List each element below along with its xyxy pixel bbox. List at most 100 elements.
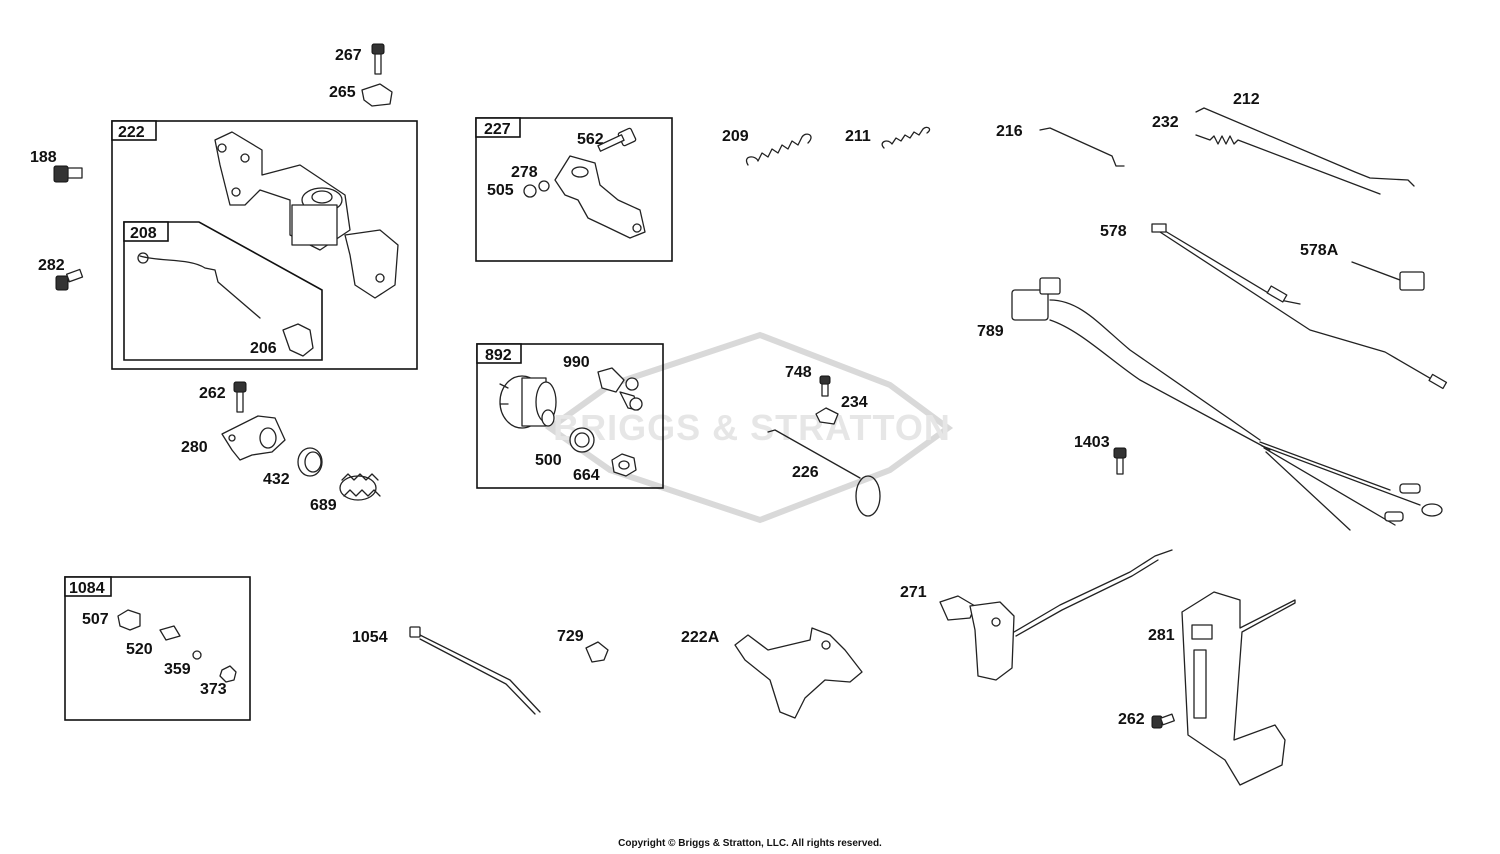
solenoid-bracket-drawing — [214, 131, 399, 299]
box-1084-frame — [64, 576, 251, 721]
part-209-spring[interactable]: 209 — [722, 128, 812, 166]
label-359: 359 — [164, 661, 191, 678]
label-280: 280 — [181, 439, 208, 456]
part-226-rod[interactable]: 226 — [767, 429, 881, 517]
label-729: 729 — [557, 628, 584, 645]
link-rod-drawing — [139, 255, 261, 319]
part-271-throttle-cable[interactable]: 271 — [900, 549, 1173, 681]
part-373-nut — [219, 665, 237, 683]
label-373: 373 — [200, 681, 227, 698]
part-729-clip[interactable]: 729 — [557, 628, 609, 663]
label-234: 234 — [841, 394, 868, 411]
bracket-227-drawing — [554, 155, 646, 239]
label-1054: 1054 — [352, 629, 388, 646]
label-206: 206 — [250, 340, 277, 357]
ignition-switch-drawing — [499, 375, 557, 429]
box-208-frame — [123, 221, 323, 361]
label-222A: 222A — [681, 629, 720, 646]
box-1084-tab — [64, 576, 112, 597]
label-578: 578 — [1100, 223, 1127, 240]
assembly-892[interactable]: 892 990 500 664 — [476, 343, 664, 489]
part-282-bolt[interactable]: 282 — [38, 257, 84, 291]
part-216-rod[interactable]: 216 — [996, 123, 1125, 167]
part-262-bolt-bottom[interactable]: 262 — [1118, 711, 1175, 729]
assembly-227[interactable]: 227 562 278 505 — [475, 117, 673, 262]
label-282: 282 — [38, 257, 65, 274]
label-748: 748 — [785, 364, 812, 381]
label-232: 232 — [1152, 114, 1179, 131]
link-rod-eye — [137, 252, 149, 264]
part-280-bracket[interactable]: 280 — [181, 415, 286, 461]
box-222-tab — [111, 120, 157, 141]
part-432-ring[interactable]: 432 — [263, 447, 323, 488]
label-990: 990 — [563, 354, 590, 371]
label-432: 432 — [263, 471, 290, 488]
copyright-notice: Copyright © Briggs & Stratton, LLC. All … — [618, 838, 882, 849]
assembly-222[interactable]: 222 208 206 — [111, 120, 418, 370]
box-222-frame — [111, 120, 418, 370]
label-188: 188 — [30, 149, 57, 166]
label-265: 265 — [329, 84, 356, 101]
part-789-harness[interactable]: 789 — [977, 277, 1443, 531]
label-520: 520 — [126, 641, 153, 658]
part-500-lockwasher-hole — [574, 432, 590, 448]
part-222A-bracket[interactable]: 222A — [681, 627, 863, 719]
part-262-bolt[interactable]: 262 — [199, 381, 247, 413]
box-892-label: 892 — [485, 347, 512, 364]
label-664: 664 — [573, 467, 600, 484]
assembly-1084[interactable]: 1084 507 520 359 373 — [64, 576, 251, 721]
box-892-frame — [476, 343, 664, 489]
label-689: 689 — [310, 497, 337, 514]
part-281-bracket[interactable]: 281 — [1148, 591, 1296, 786]
part-562-bolt — [597, 127, 637, 152]
label-262-top: 262 — [199, 385, 226, 402]
label-562: 562 — [577, 131, 604, 148]
label-1403: 1403 — [1074, 434, 1110, 451]
part-359-washer — [192, 650, 202, 660]
part-505-nut — [523, 184, 537, 198]
part-578A-connector[interactable]: 578A — [1300, 242, 1425, 291]
box-208-label: 208 — [130, 225, 157, 242]
label-578A: 578A — [1300, 242, 1339, 259]
box-227-frame — [475, 117, 673, 262]
part-1054-tie[interactable]: 1054 — [352, 626, 541, 715]
part-748-screw[interactable]: 748 — [785, 364, 831, 397]
box-227-tab — [475, 117, 521, 138]
box-892-tab — [476, 343, 522, 364]
watermark-logo: BRIGGS & STRATTON — [544, 331, 954, 524]
assembly-208[interactable]: 208 206 — [123, 221, 323, 361]
label-212: 212 — [1233, 91, 1260, 108]
label-507: 507 — [82, 611, 109, 628]
part-990-keys — [597, 367, 643, 411]
part-1403-bolt[interactable]: 1403 — [1074, 434, 1127, 475]
label-789: 789 — [977, 323, 1004, 340]
part-507-switch — [117, 609, 141, 631]
label-278: 278 — [511, 164, 538, 181]
label-226: 226 — [792, 464, 819, 481]
label-281: 281 — [1148, 627, 1175, 644]
label-262-bottom: 262 — [1118, 711, 1145, 728]
part-206-knob — [282, 323, 314, 357]
label-505: 505 — [487, 182, 514, 199]
part-265-clip[interactable]: 265 — [329, 83, 393, 107]
part-211-spring[interactable]: 211 — [845, 126, 931, 149]
part-188-bolt[interactable]: 188 — [30, 149, 83, 183]
part-278-washer — [538, 180, 550, 192]
label-271: 271 — [900, 584, 927, 601]
label-500: 500 — [535, 452, 562, 469]
label-216: 216 — [996, 123, 1023, 140]
part-267-bolt[interactable]: 267 — [335, 43, 385, 75]
box-208-tab — [123, 221, 169, 242]
part-212-rod[interactable]: 212 — [1195, 91, 1415, 187]
part-232-spring-rod[interactable]: 232 — [1152, 114, 1381, 195]
part-689-spring[interactable]: 689 — [310, 473, 381, 514]
label-267: 267 — [335, 47, 362, 64]
part-234-clip[interactable]: 234 — [815, 394, 868, 425]
box-222-label: 222 — [118, 124, 145, 141]
watermark-text: BRIGGS & STRATTON — [553, 407, 951, 448]
part-578-harness[interactable]: 578 — [1100, 223, 1448, 390]
box-227-label: 227 — [484, 121, 511, 138]
box-1084-label: 1084 — [69, 580, 105, 597]
